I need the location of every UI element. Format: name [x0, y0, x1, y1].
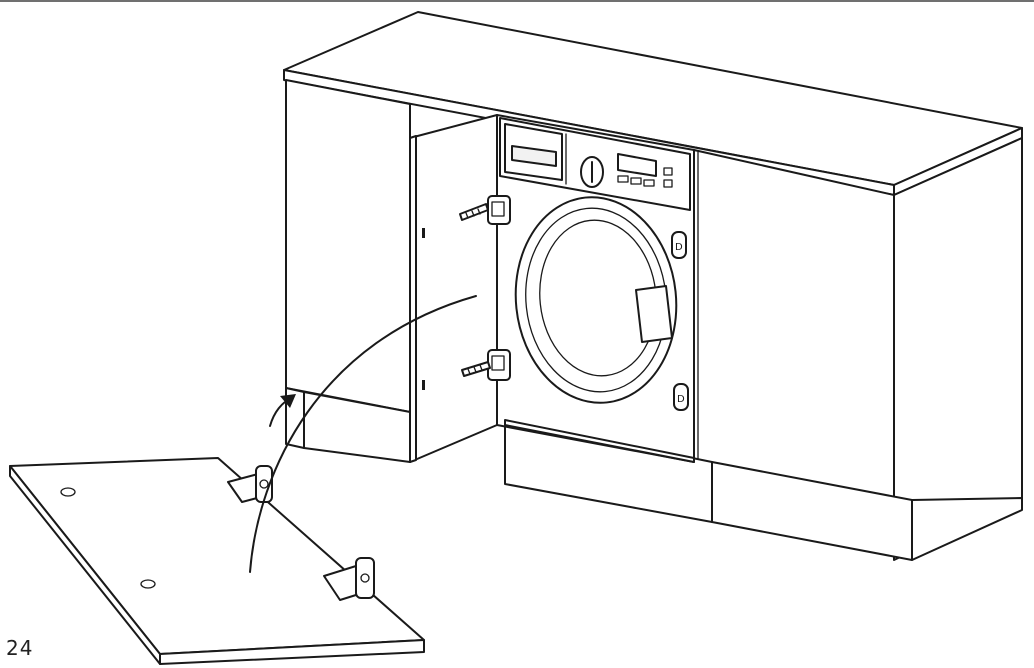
hinge-icon	[227, 465, 375, 601]
panel-button	[663, 167, 673, 176]
cabinet-icon	[283, 11, 1023, 561]
panel-button	[663, 179, 673, 188]
loose-door-top	[9, 457, 425, 655]
panel-button	[643, 179, 655, 187]
cabinet-side-panel	[893, 137, 1023, 561]
right-cabinet-door	[693, 149, 895, 501]
panel-button	[630, 177, 642, 185]
left-cabinet-front	[285, 79, 411, 413]
porthole-outer-ring	[514, 196, 678, 404]
door-hole	[140, 579, 156, 589]
frame-hinge-bottom	[487, 349, 511, 381]
display-window	[617, 153, 657, 177]
drawer-handle	[511, 145, 557, 167]
door-hole	[60, 487, 76, 497]
page-number: 24	[6, 636, 34, 660]
svg-text:D: D	[677, 394, 685, 405]
door-mark	[422, 380, 425, 390]
open-door-panel	[409, 114, 498, 463]
small-arrow-head	[280, 394, 296, 408]
panel-button	[617, 175, 629, 183]
porthole-handle	[635, 285, 673, 343]
swing-arc	[249, 295, 477, 573]
svg-text:D: D	[675, 242, 683, 253]
fixing-bracket-top	[671, 231, 687, 259]
washing-machine-icon: D D	[496, 114, 695, 463]
frame-hinge-top	[487, 195, 511, 225]
door-hinge-bottom-arm	[355, 557, 375, 599]
loose-door-front-edge	[159, 639, 425, 665]
door-mark	[422, 228, 425, 238]
open-door-edge	[409, 135, 417, 463]
cabinet-door-icon	[409, 114, 498, 463]
screw-icon	[459, 203, 491, 377]
cabinet-door-icon	[9, 457, 425, 665]
plinth-side	[911, 497, 1023, 561]
machine-base	[504, 419, 695, 463]
curved-arrow-icon	[249, 295, 477, 573]
fixing-bracket-bottom	[673, 383, 689, 411]
